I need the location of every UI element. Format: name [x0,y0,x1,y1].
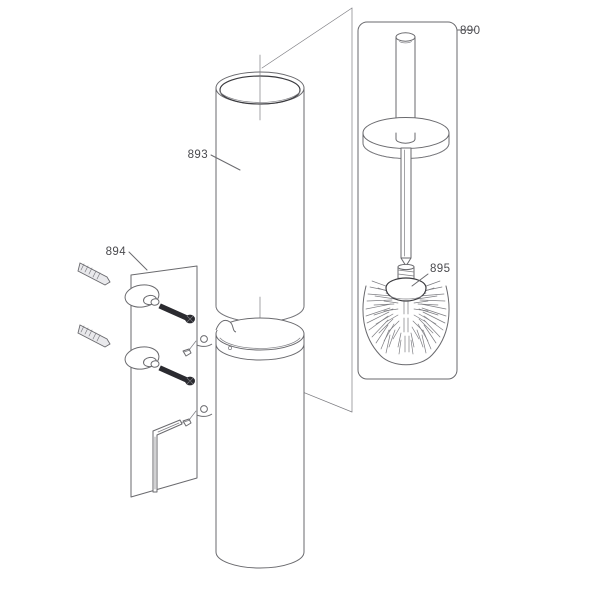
callout-894-label: 894 [106,246,127,258]
brush-assembly [362,32,450,366]
wall-plug-lower [77,324,111,348]
container-upper-tube [215,71,305,323]
hex-key-leader [179,420,184,424]
grub-screw-lower [182,410,197,427]
callout-894-leader [128,251,148,271]
bracket-notch-upper [215,319,237,333]
clamp-screw-upper [200,335,208,343]
wall-mounting-plate [130,265,198,498]
screw-lower [158,365,195,386]
callout-893-leader [210,154,241,171]
callout-895-label: 895 [430,263,450,275]
fixing-hole-upper [228,346,232,350]
screw-upper [158,303,195,324]
brush-assembly-detail-box [357,21,458,380]
callout-895-leader [411,273,429,287]
callout-893-label: 893 [188,149,208,161]
brush-head [362,277,450,366]
callout-890-label: 890 [460,25,480,37]
cover-cap-upper [124,284,160,308]
cover-cap-lower [124,346,160,370]
grub-screw-upper [182,340,197,357]
container-lower-tube [215,317,305,569]
brush-handle [395,32,416,144]
hex-allen-key [152,419,183,493]
clamp-screw-lower [200,405,208,413]
brush-lower-shaft [400,147,412,267]
wall-plug-upper [77,262,111,286]
